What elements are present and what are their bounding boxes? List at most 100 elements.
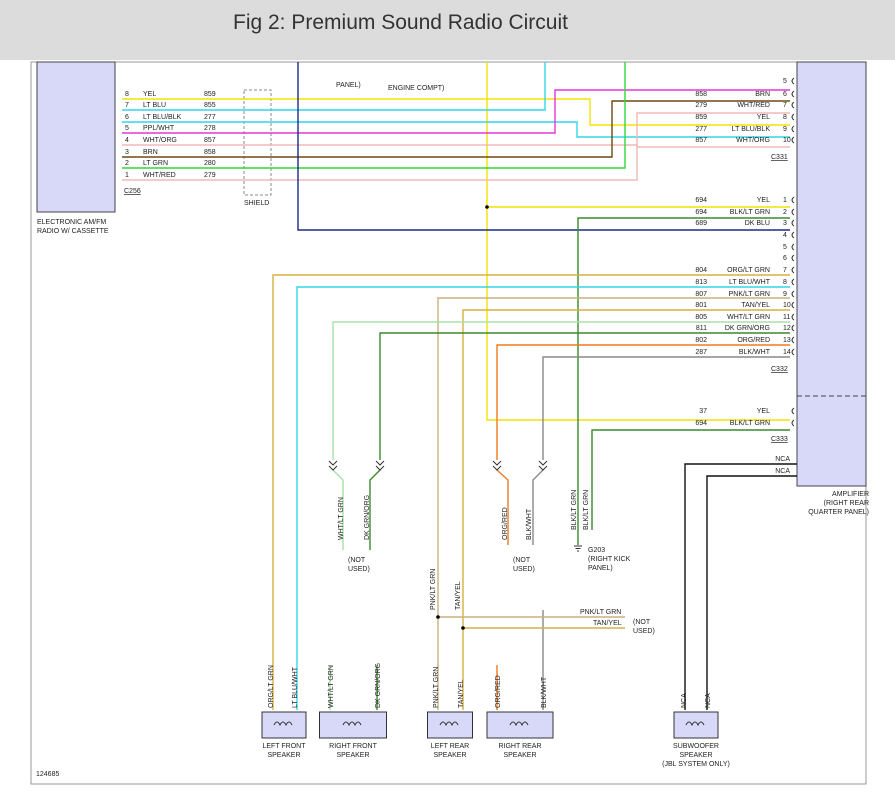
wire-blk-wht-stub [532, 469, 544, 545]
c331-pin-terminal [791, 101, 795, 109]
speaker-name-2: SPEAKER [679, 752, 712, 759]
wire-tan-yel-801 [462, 309, 790, 710]
c332-pin-terminal [791, 290, 795, 298]
radio-pin-number: 4 [125, 137, 129, 144]
rf-not-used-2: USED) [348, 566, 370, 573]
radio-pin-number: 1 [125, 172, 129, 179]
radio-pin-circuit: 859 [204, 91, 216, 98]
wire-wht-lt-grn-805 [332, 321, 790, 460]
c332-pin-number: 7 [783, 267, 787, 274]
c332-pin-number: 12 [783, 325, 791, 332]
lr-not-used-2: USED) [633, 628, 655, 635]
radio-pin-color: LT GRN [143, 160, 168, 167]
c331-pin-number: 5 [783, 78, 787, 85]
c331-pin-terminal [791, 90, 795, 98]
radio-pin-number: 6 [125, 114, 129, 121]
speaker-box [261, 711, 307, 739]
nca-label-2: NCA [775, 468, 790, 475]
c332-pin-terminal [791, 313, 795, 321]
radio-label-1: ELECTRONIC AM/FM [37, 219, 106, 226]
speaker-wire-label-a: ORG/LT GRN [268, 665, 275, 708]
wire-pnk-lt-grn-807 [437, 297, 790, 710]
c332-pin-color: ORG/RED [737, 337, 770, 344]
speaker-name: RIGHT REAR [498, 743, 541, 750]
radio-pin-color: YEL [143, 91, 156, 98]
c332-pin-color: BLK/LT GRN [730, 209, 770, 216]
c332-pin-color: DK GRN/ORG [725, 325, 770, 332]
c331-pin-number: 6 [783, 91, 787, 98]
c333-pin-circuit: 37 [699, 408, 707, 415]
shield [243, 89, 272, 196]
speaker-wire-label-b: DK GRN/ORG [375, 663, 382, 708]
speaker-name: LEFT FRONT [262, 743, 306, 750]
speaker-coil-icon [342, 721, 362, 727]
speaker-coil-icon [439, 721, 459, 727]
wire-lt-blu-wht-813 [296, 286, 790, 710]
speaker-coil-icon [685, 721, 705, 727]
wire-blk-lt-grn-694 [577, 217, 790, 545]
wiring-diagram: ELECTRONIC AM/FM RADIO W/ CASSETTE C256 … [30, 61, 869, 785]
wire-yel-37 [486, 62, 790, 421]
connector-break [492, 460, 502, 471]
c333-pin-terminal [791, 419, 795, 427]
wire-org-lt-grn-804 [272, 274, 790, 710]
radio-connector-label: C256 [124, 188, 141, 195]
ground-wire-label-2: BLK/LT GRN [583, 490, 590, 530]
radio-pin-number: 3 [125, 149, 129, 156]
page-title: Fig 2: Premium Sound Radio Circuit [233, 11, 568, 34]
c333-pin-circuit: 694 [695, 420, 707, 427]
amplifier-label-2: (RIGHT REAR [824, 500, 869, 507]
c332-pin-terminal [791, 243, 795, 251]
c332-pin-circuit: 804 [695, 267, 707, 274]
wire-wht-org-857 [122, 144, 790, 148]
nca-label-1: NCA [775, 456, 790, 463]
radio-pin-color: PPL/WHT [143, 125, 175, 132]
radio-pin-number: 5 [125, 125, 129, 132]
wires-layer [122, 62, 797, 710]
c331-pin-terminal [791, 77, 795, 85]
c332-pin-circuit: 811 [696, 325, 707, 332]
wire-lt-blu-855 [122, 62, 546, 111]
c332-pin-number: 9 [783, 291, 787, 298]
speaker-coil-icon [273, 721, 293, 727]
engine-compt-label: ENGINE COMPT) [388, 85, 444, 92]
c333-pin-color: BLK/LT GRN [730, 420, 770, 427]
c332-pin-terminal [791, 208, 795, 216]
c332-pin-number: 14 [783, 349, 791, 356]
speaker-wire-label-a: WHT/LT GRN [328, 665, 335, 708]
c332-pin-terminal [791, 231, 795, 239]
lr-junction-wire-a: PNK/LT GRN [430, 569, 437, 610]
c332-pin-color: ORG/LT GRN [727, 267, 770, 274]
wire-dk-blu-689 [297, 62, 790, 231]
radio-pin-circuit: 278 [204, 125, 216, 132]
radio-pin-circuit: 280 [204, 160, 216, 167]
wire-org-red-stub [496, 469, 509, 545]
amplifier-box [796, 61, 867, 487]
c332-pin-circuit: 801 [695, 302, 707, 309]
panel-label: PANEL) [336, 82, 361, 89]
speaker-wire-label-a: PNK/LT GRN [433, 667, 440, 708]
c332-pin-circuit: 287 [695, 349, 707, 356]
c332-pin-circuit: 802 [695, 337, 707, 344]
c331-pin-circuit: 857 [695, 137, 707, 144]
c332-pin-circuit: 694 [695, 197, 707, 204]
radio-pin-color: LT BLU [143, 102, 166, 109]
splice-lr-tan [461, 626, 465, 630]
wire-blk-lt-grn-694-b [591, 429, 790, 530]
ground-location-1: (RIGHT KICK [588, 556, 631, 563]
c332-pin-terminal [791, 219, 795, 227]
speaker-name-2: SPEAKER [433, 752, 466, 759]
c332-pin-terminal [791, 301, 795, 309]
c331-pin-terminal [791, 125, 795, 133]
speaker-box [319, 711, 387, 739]
rf-wire-label-b: DK GRN/ORG [364, 495, 371, 540]
c332-pin-number: 2 [783, 209, 787, 216]
wire-nca-2 [706, 475, 797, 710]
radio-pin-circuit: 855 [204, 102, 216, 109]
speaker-name: SUBWOOFER [673, 743, 719, 750]
c332-pin-number: 3 [783, 220, 787, 227]
radio-pin-number: 2 [125, 160, 129, 167]
c333-pin-terminal [791, 407, 795, 415]
